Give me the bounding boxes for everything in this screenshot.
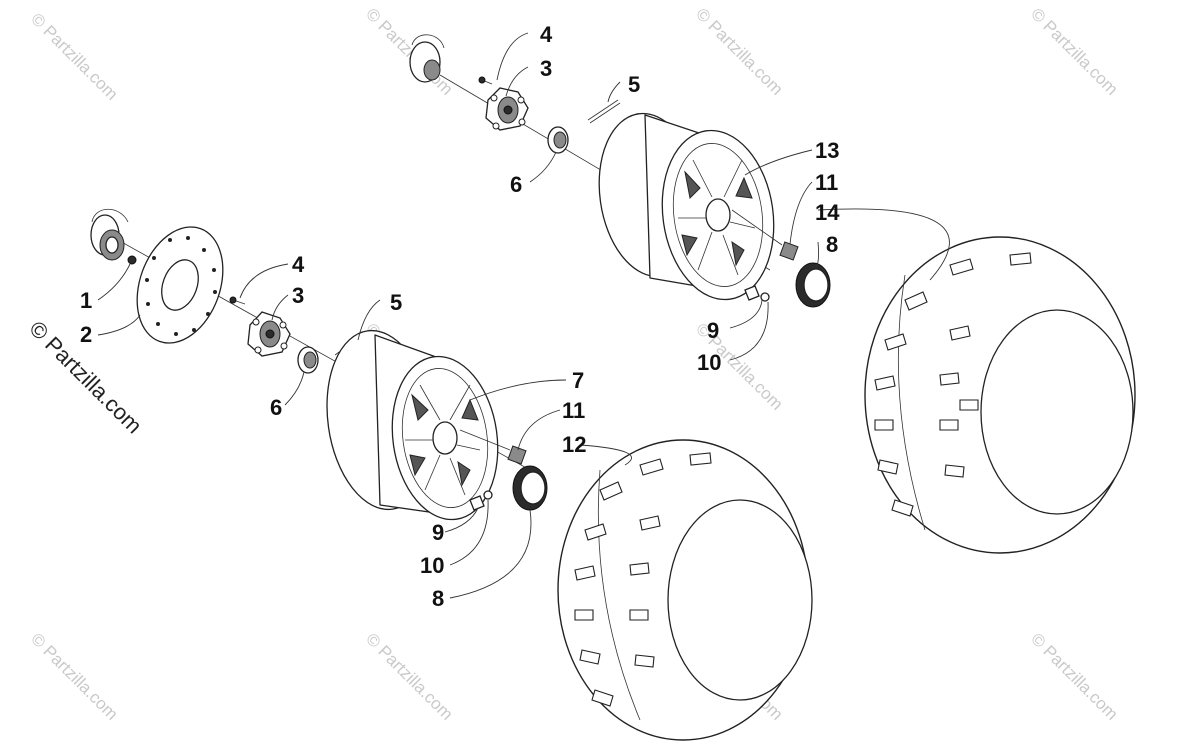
- callout-3-lower: 3: [292, 283, 304, 308]
- callout-5-upper: 5: [628, 72, 640, 97]
- callout-9-lower: 9: [432, 520, 444, 545]
- callout-5-lower: 5: [390, 290, 402, 315]
- axle-housing: [409, 34, 445, 83]
- callout-2: 2: [80, 322, 92, 347]
- watermark-tile: © Partzilla.com: [27, 629, 121, 723]
- bearing-housing: [90, 208, 129, 261]
- callout-6-lower: 6: [270, 395, 282, 420]
- tire: [557, 439, 813, 741]
- watermark-tile: © Partzilla.com: [1027, 4, 1121, 98]
- valve-stem: [469, 490, 493, 511]
- bolt: [127, 255, 137, 265]
- lug-nut: [731, 209, 799, 261]
- castle-nut: [297, 346, 319, 374]
- lower-assembly: [90, 208, 813, 741]
- watermark-tile: © Partzilla.com: [362, 4, 456, 98]
- callout-11-lower: 11: [562, 398, 585, 423]
- watermark-tile: © Partzilla.com: [362, 629, 456, 723]
- tire: [864, 236, 1136, 554]
- callout-4-upper: 4: [540, 22, 553, 47]
- castle-nut: [547, 126, 569, 154]
- cotter-pin: [587, 99, 621, 124]
- callout-3-upper: 3: [540, 56, 552, 81]
- leader-lines: [97, 32, 950, 599]
- callout-8-upper: 8: [826, 232, 838, 257]
- wheel-rim: [598, 112, 775, 301]
- callout-4-lower: 4: [292, 252, 305, 277]
- watermark-tile: © Partzilla.com: [27, 9, 121, 103]
- hub-cap: [795, 262, 831, 308]
- watermark-tile: © Partzilla.com: [692, 4, 786, 98]
- hub-cap: [512, 465, 548, 511]
- brake-disc: [136, 226, 224, 344]
- callout-labels: 4 3 5 6 13 11 14 8 9 10 1 2 4 3 5 6 7 11…: [80, 22, 840, 611]
- callout-6-upper: 6: [510, 172, 522, 197]
- callout-11-upper: 11: [815, 170, 838, 195]
- callout-13-upper: 13: [815, 138, 839, 163]
- callout-10-lower: 10: [420, 553, 444, 578]
- watermark-tile: © Partzilla.com: [1027, 629, 1121, 723]
- hub: [247, 311, 291, 357]
- callout-7: 7: [572, 368, 584, 393]
- wheel-rim: [326, 329, 499, 521]
- callout-14-upper: 14: [815, 200, 840, 225]
- valve-stem: [744, 285, 770, 302]
- callout-8-lower: 8: [432, 586, 444, 611]
- hub: [485, 87, 529, 131]
- callout-12: 12: [562, 432, 586, 457]
- callout-1: 1: [80, 288, 92, 313]
- callout-10-upper: 10: [697, 350, 721, 375]
- lug-nut: [459, 429, 527, 465]
- callout-9-upper: 9: [707, 318, 719, 343]
- upper-assembly: [409, 34, 1136, 554]
